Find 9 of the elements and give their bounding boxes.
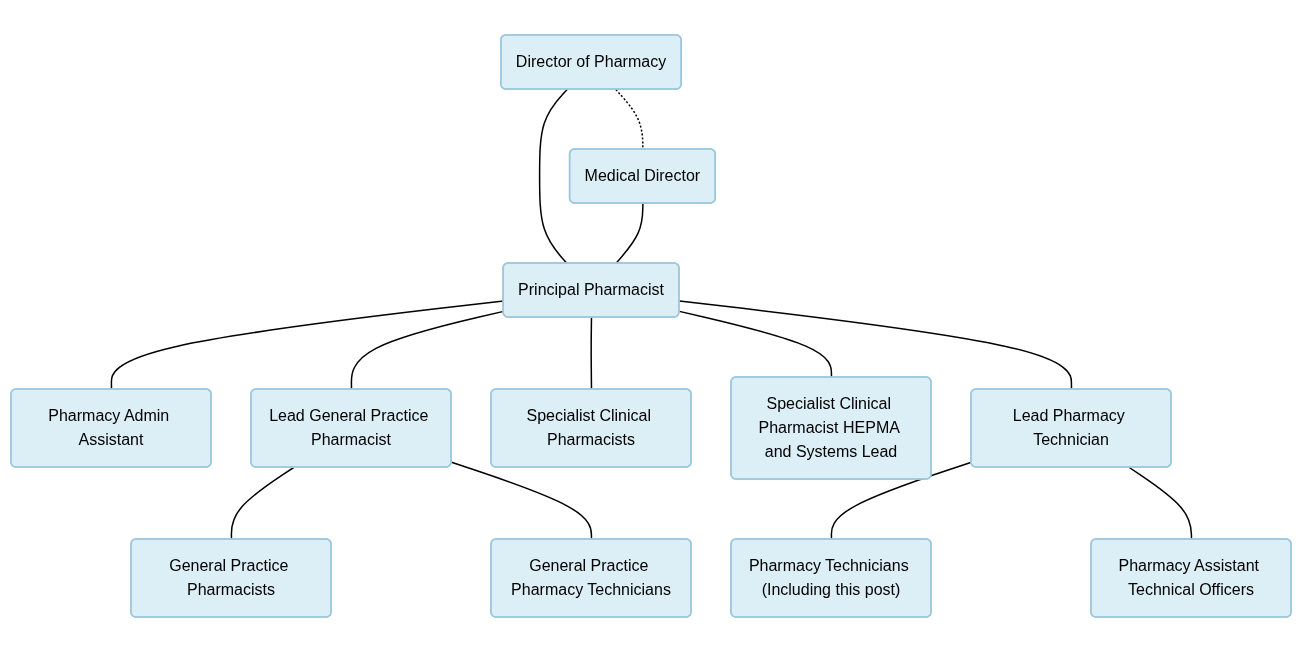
connector bbox=[230, 466, 294, 541]
connector bbox=[678, 300, 1072, 391]
connector bbox=[450, 461, 592, 541]
connector bbox=[538, 88, 568, 265]
connector bbox=[678, 310, 832, 379]
connector bbox=[589, 316, 592, 391]
connector bbox=[830, 461, 972, 541]
connector bbox=[614, 202, 644, 265]
connector bbox=[1128, 466, 1192, 541]
